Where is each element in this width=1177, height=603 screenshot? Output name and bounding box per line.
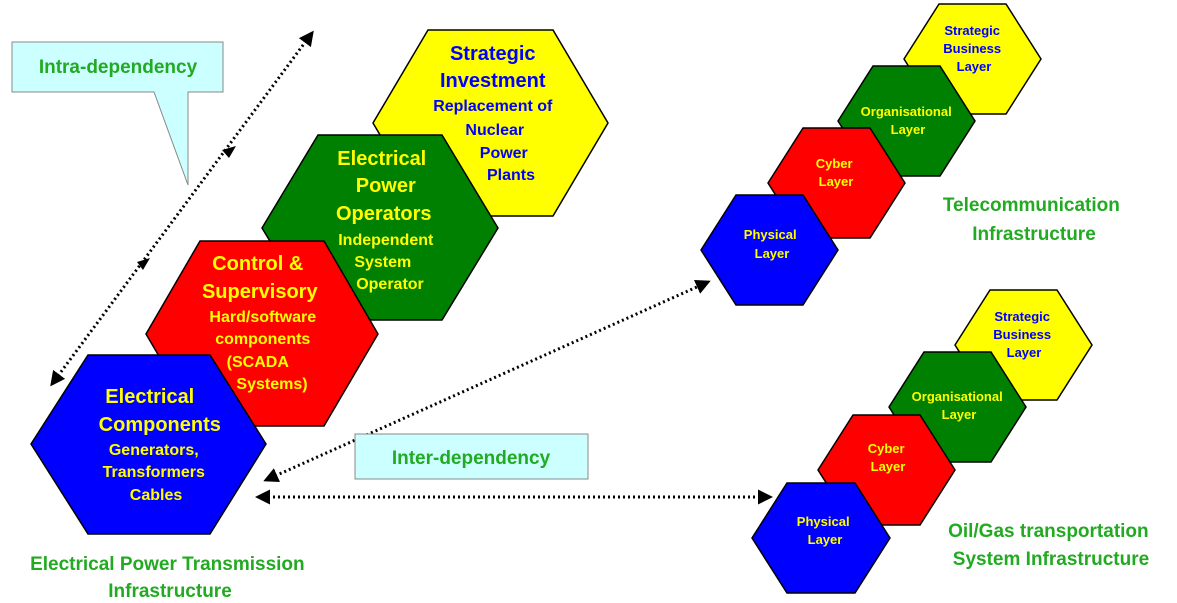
telecom-strategic-line-1: Strategic: [944, 23, 1000, 38]
svg-text:Strategic Business: Strategic Business Layer: [943, 23, 1004, 74]
telecom-strategic-line-3: Layer: [957, 59, 992, 74]
telecom-cyber-line-1: Cyber: [816, 156, 853, 171]
svg-text:Telecommunication Infrastr: Telecommunication Infrastructure: [943, 195, 1125, 245]
svg-text:Strategic Investment: Strategic Investment Replacement of Nucl…: [433, 43, 557, 184]
svg-text:Strategic Business: Strategic Business Layer: [993, 309, 1054, 360]
strategic-investment-sub-4: Plants: [487, 167, 535, 184]
strategic-investment-sub-2: Nuclear: [465, 122, 524, 139]
power-operators-sub-2: System: [354, 254, 411, 271]
control-supervisory-sub-2: components: [215, 331, 310, 348]
strategic-investment-title-2: Investment: [440, 70, 546, 92]
strategic-investment-sub-1: Replacement of: [433, 98, 553, 115]
svg-text:Physical Layer: Physical Layer: [797, 514, 853, 547]
power-operators-title-2: Power: [356, 175, 416, 197]
electrical-components-sub-1: Generators,: [109, 442, 199, 459]
oilgas-physical-line-1: Physical: [797, 514, 850, 529]
oilgas-organisational-line-1: Organisational: [912, 389, 1003, 404]
svg-text:Organisational Layer: Organisational Layer: [861, 104, 956, 137]
telecom-physical-shape: [700, 194, 839, 306]
electrical-components-hexagon: Electrical Components Generators, Transf…: [30, 354, 267, 535]
oilgas-strategic-line-3: Layer: [1007, 345, 1042, 360]
telecom-physical-line-1: Physical: [744, 227, 797, 242]
svg-text:Electrical Power Transmission: Electrical Power Transmission Infrastruc…: [30, 554, 310, 602]
oilgas-caption-line-1: Oil/Gas transportation: [948, 521, 1149, 542]
intra-arrow-tick-2: [222, 146, 236, 158]
electrical-components-sub-3: Cables: [130, 487, 183, 504]
svg-text:Cyber Layer: Cyber Layer: [868, 441, 908, 474]
inter-dependency-callout-shape: [354, 433, 589, 480]
electrical-caption-line-1: Electrical Power Transmission: [30, 554, 305, 575]
telecom-caption-line-1: Telecommunication: [943, 195, 1120, 216]
telecom-cyber-line-2: Layer: [819, 174, 854, 189]
oilgas-caption-line-2: System Infrastructure: [953, 549, 1149, 570]
power-operators-title-3: Operators: [336, 203, 432, 225]
telecom-strategic-line-2: Business: [943, 41, 1001, 56]
electrical-components-title-2: Components: [99, 414, 221, 436]
control-supervisory-title-1: Control &: [212, 253, 303, 275]
telecom-physical-line-2: Layer: [755, 246, 790, 261]
intra-dependency-callout: Intra-dependency: [11, 41, 224, 186]
svg-text:Cyber Layer: Cyber Layer: [816, 156, 856, 189]
inter-dependency-label: Inter-dependency: [392, 448, 551, 469]
oilgas-physical-line-2: Layer: [808, 532, 843, 547]
control-supervisory-sub-1: Hard/software: [209, 309, 316, 326]
inter-dependency-arrow-telecom: [263, 280, 711, 482]
oilgas-physical-hexagon: Physical Layer: [751, 482, 891, 594]
intra-dependency-label: Intra-dependency: [39, 57, 198, 78]
svg-text:Oil/Gas transportation Sys: Oil/Gas transportation System Infrastruc…: [948, 521, 1154, 570]
control-supervisory-sub-3: (SCADA: [227, 354, 290, 371]
oilgas-strategic-line-1: Strategic: [994, 309, 1050, 324]
telecom-organisational-line-2: Layer: [891, 122, 926, 137]
inter-dependency-callout: Inter-dependency: [354, 433, 589, 480]
strategic-investment-sub-3: Power: [480, 145, 528, 162]
telecom-physical-hexagon: Physical Layer: [700, 194, 839, 306]
oilgas-cyber-line-2: Layer: [871, 459, 906, 474]
svg-text:Organisational Layer: Organisational Layer: [912, 389, 1007, 422]
control-supervisory-sub-4: Systems): [236, 376, 307, 393]
oilgas-organisational-line-2: Layer: [942, 407, 977, 422]
electrical-components-title-1: Electrical: [105, 386, 194, 408]
svg-text:Physical Layer: Physical Layer: [744, 227, 800, 261]
telecom-organisational-line-1: Organisational: [861, 104, 952, 119]
intra-arrow-tick-1: [137, 258, 150, 270]
oilgas-physical-shape: [751, 482, 891, 594]
oilgas-strategic-line-2: Business: [993, 327, 1051, 342]
control-supervisory-title-2: Supervisory: [202, 281, 318, 303]
electrical-caption-line-2: Infrastructure: [108, 581, 232, 602]
electrical-components-sub-2: Transformers: [103, 464, 205, 481]
power-operators-sub-3: Operator: [356, 276, 424, 293]
svg-text:Electrical Components: Electrical Components Generators, Transf…: [99, 386, 226, 504]
telecom-caption-line-2: Infrastructure: [972, 224, 1096, 245]
intra-dependency-callout-shape: [11, 41, 224, 186]
power-operators-title-1: Electrical: [337, 148, 426, 170]
strategic-investment-title-1: Strategic: [450, 43, 536, 65]
power-operators-sub-1: Independent: [338, 232, 434, 249]
oilgas-cyber-line-1: Cyber: [868, 441, 905, 456]
